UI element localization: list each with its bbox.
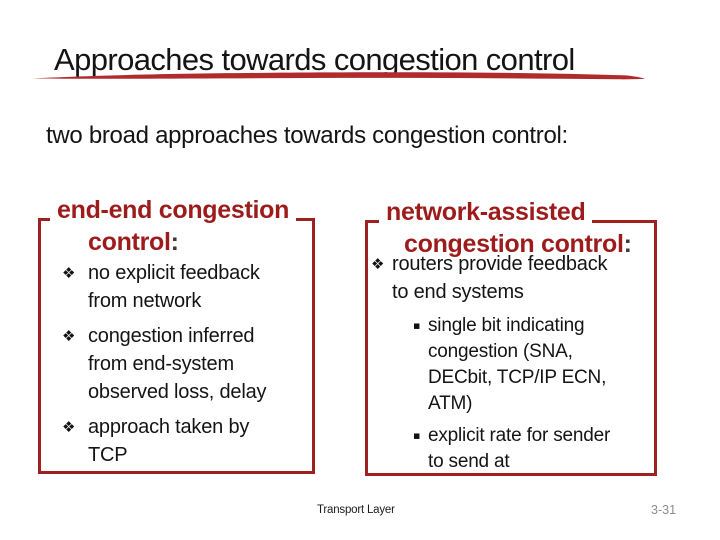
list-item-sub: ▪ explicit rate for sender to send at: [413, 423, 661, 475]
bullet-text: explicit rate for sender to send at: [428, 425, 611, 472]
square-bullet-icon: ▪: [413, 429, 421, 442]
diamond-bullet-icon: ❖: [62, 264, 76, 282]
left-box-bullet-list: ❖ no explicit feedback from network ❖ co…: [62, 259, 314, 476]
footer-section-label: Transport Layer: [317, 504, 395, 516]
title-underline-stroke: [32, 72, 645, 80]
list-item: ❖ routers provide feedback to end system…: [371, 250, 661, 306]
square-bullet-icon: ▪: [413, 319, 421, 332]
right-box-heading-words: congestion control: [404, 230, 624, 258]
right-box-heading-line2: congestion control:: [404, 229, 632, 259]
left-box-heading-line2: control:: [88, 227, 179, 257]
bullet-text: no explicit feedback from network: [88, 262, 260, 312]
left-box-heading-colon: :: [170, 228, 179, 256]
page-title: Approaches towards congestion control: [54, 42, 575, 77]
diamond-bullet-icon: ❖: [62, 327, 76, 345]
list-item: ❖ approach taken by TCP: [62, 413, 314, 469]
bullet-text: single bit indicating congestion (SNA, D…: [428, 315, 607, 414]
right-box-heading-colon: :: [623, 230, 632, 258]
right-box-heading-line1: network-assisted: [379, 197, 593, 227]
diamond-bullet-icon: ❖: [371, 255, 385, 273]
footer-page-number: 3-31: [651, 503, 677, 517]
slide-subtitle: two broad approaches towards congestion …: [46, 122, 568, 149]
diamond-bullet-icon: ❖: [62, 418, 76, 436]
list-item-sub: ▪ single bit indicating congestion (SNA,…: [413, 313, 661, 417]
left-box-heading-line1: end-end congestion: [50, 195, 297, 225]
right-box-bullet-list: ❖ routers provide feedback to end system…: [371, 250, 661, 481]
bullet-text: approach taken by TCP: [88, 416, 250, 466]
left-box-heading-word: control: [88, 228, 171, 256]
bullet-text: congestion inferred from end-system obse…: [88, 325, 267, 403]
bullet-text: routers provide feedback to end systems: [392, 253, 608, 303]
list-item: ❖ congestion inferred from end-system ob…: [62, 322, 314, 406]
list-item: ❖ no explicit feedback from network: [62, 259, 314, 315]
